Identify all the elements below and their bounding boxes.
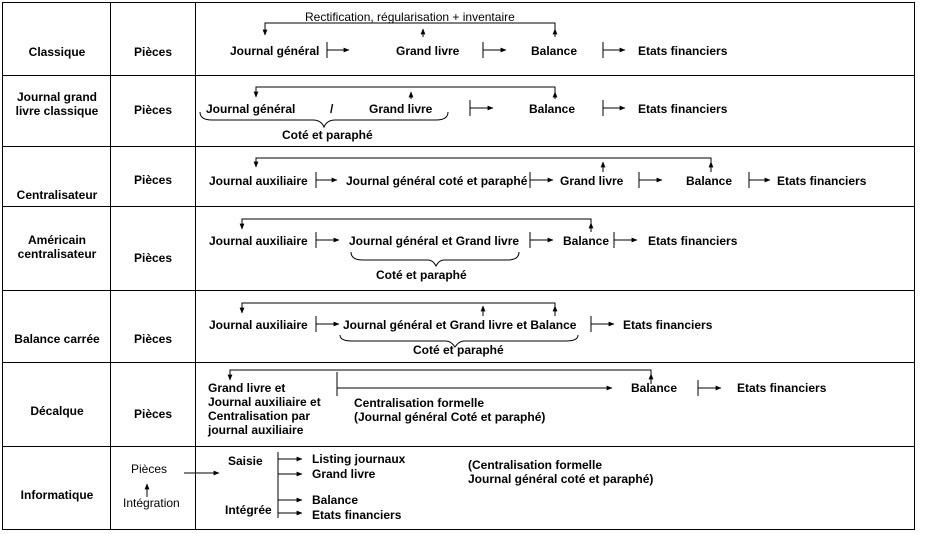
row-americain-flow bbox=[239, 218, 637, 268]
grand-livre-node: Grand livre bbox=[396, 44, 460, 58]
system-label: Balance carrée bbox=[14, 332, 100, 346]
grand-livre-journal-block: Grand livre et Journal auxiliaire et Cen… bbox=[208, 381, 321, 437]
etats-financiers-node: Etats financiers bbox=[312, 508, 402, 522]
journal-general-node: Journal général et Grand livre bbox=[349, 234, 520, 248]
row-informatique-flow bbox=[144, 452, 303, 518]
etats-financiers-node: Etats financiers bbox=[638, 44, 728, 58]
feedback-arrow bbox=[227, 369, 652, 381]
journal-general-node: Journal général bbox=[230, 44, 320, 58]
brace bbox=[350, 251, 520, 268]
row-journal-grand-livre-flow bbox=[199, 86, 625, 129]
brace-label: Coté et paraphé bbox=[282, 128, 373, 142]
balance-node: Balance bbox=[631, 381, 678, 395]
journal-general-node: Journal général coté et paraphé bbox=[346, 174, 528, 188]
pieces-label: Pièces bbox=[133, 407, 173, 421]
centralisation-detail: (Journal général Coté et paraphé) bbox=[354, 410, 546, 424]
flow-arrow bbox=[482, 42, 506, 58]
journal-general-node: Journal général et Grand livre et Balanc… bbox=[343, 318, 577, 332]
etats-financiers-node: Etats financiers bbox=[737, 381, 827, 395]
system-label: Centralisateur bbox=[16, 188, 98, 202]
brace-label: Coté et paraphé bbox=[413, 343, 504, 357]
flow-arrow bbox=[590, 316, 614, 332]
listing-journaux-node: Listing journaux bbox=[312, 452, 406, 466]
etats-financiers-node: Etats financiers bbox=[638, 102, 728, 116]
system-label: Journal grand livre classique bbox=[15, 90, 99, 118]
pieces-label: Pièces bbox=[133, 45, 173, 59]
balance-node: Balance bbox=[529, 102, 576, 116]
integration-label: Intégration bbox=[123, 496, 180, 510]
flow-arrow bbox=[697, 380, 721, 396]
feedback-arrow bbox=[262, 22, 556, 36]
brace-label: Coté et paraphé bbox=[376, 268, 467, 282]
note-line-2: Journal général coté et paraphé) bbox=[468, 472, 654, 486]
grand-livre-node: Grand livre bbox=[560, 174, 624, 188]
system-label: Américain centralisateur bbox=[17, 233, 97, 261]
system-label: Classique bbox=[28, 45, 86, 59]
etats-financiers-node: Etats financiers bbox=[648, 234, 738, 248]
balance-node: Balance bbox=[686, 174, 733, 188]
integree-label: Intégrée bbox=[225, 503, 272, 517]
brace bbox=[199, 111, 449, 129]
feedback-arrow bbox=[239, 302, 556, 314]
journal-general-node: Journal général bbox=[206, 102, 296, 116]
centralisation-label: Centralisation formelle bbox=[354, 396, 485, 410]
flow-arrow bbox=[326, 42, 349, 58]
flow-arrow bbox=[315, 232, 339, 248]
pieces-label: Pièces bbox=[131, 462, 168, 476]
brace bbox=[339, 334, 579, 348]
balance-node: Balance bbox=[563, 234, 610, 248]
journal-auxiliaire-node: Journal auxiliaire bbox=[209, 318, 308, 332]
feedback-arrow bbox=[239, 218, 592, 230]
balance-node: Balance bbox=[531, 44, 578, 58]
feedback-label: Rectification, régularisation + inventai… bbox=[305, 10, 515, 24]
journal-auxiliaire-node: Journal auxiliaire bbox=[209, 234, 308, 248]
flow-arrow bbox=[602, 100, 625, 116]
row-decalque-flow bbox=[227, 369, 721, 396]
pieces-label: Pièces bbox=[133, 332, 173, 346]
slash-separator: / bbox=[330, 102, 334, 116]
flow-arrow bbox=[315, 316, 339, 332]
pieces-label: Pièces bbox=[133, 173, 173, 187]
row-balance-carree-flow bbox=[239, 302, 614, 348]
flow-arrow bbox=[602, 42, 625, 58]
row-centralisateur-flow bbox=[253, 157, 770, 188]
flow-arrow bbox=[529, 232, 553, 248]
system-label: Informatique bbox=[20, 488, 94, 502]
flow-arrow bbox=[748, 172, 770, 188]
pieces-label: Pièces bbox=[133, 103, 173, 117]
note-line-1: (Centralisation formelle bbox=[468, 458, 603, 472]
pieces-label: Pièces bbox=[133, 251, 173, 265]
feedback-arrow bbox=[253, 157, 712, 168]
etats-financiers-node: Etats financiers bbox=[623, 318, 713, 332]
flow-arrow bbox=[315, 172, 337, 188]
table-border bbox=[2, 2, 915, 530]
grand-livre-node: Grand livre bbox=[369, 102, 433, 116]
flow-arrow bbox=[638, 172, 662, 188]
grand-livre-node: Grand livre bbox=[312, 467, 376, 481]
flow-arrow bbox=[529, 172, 553, 188]
row-classique-flow bbox=[262, 22, 625, 58]
flow-arrow bbox=[336, 372, 612, 396]
etats-financiers-node: Etats financiers bbox=[777, 174, 867, 188]
balance-node: Balance bbox=[312, 493, 359, 507]
flow-arrow bbox=[469, 100, 493, 116]
feedback-arrow bbox=[253, 86, 556, 98]
saisie-label: Saisie bbox=[228, 454, 263, 468]
flow-arrow bbox=[613, 232, 637, 248]
system-label: Décalque bbox=[30, 404, 84, 418]
journal-auxiliaire-node: Journal auxiliaire bbox=[209, 174, 308, 188]
